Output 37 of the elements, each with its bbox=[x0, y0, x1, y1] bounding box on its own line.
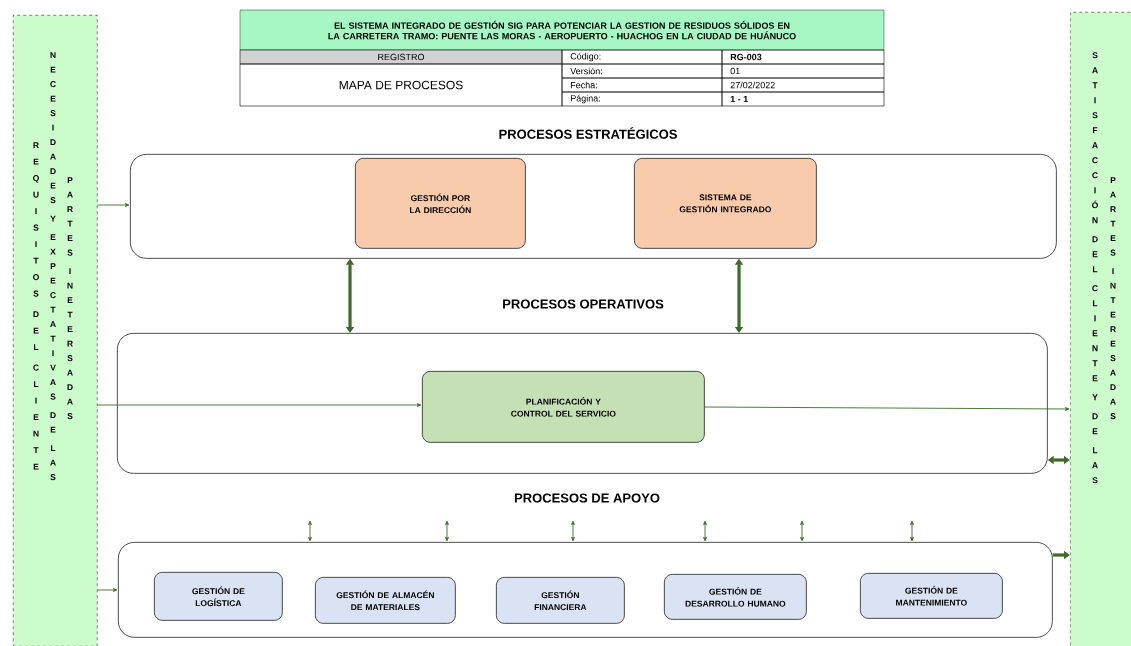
vertical-text: PARTES INTERESADAS bbox=[1110, 177, 1116, 420]
vertical-text: PARTES INETERSADAS bbox=[67, 177, 73, 420]
section-heading: PROCESOS ESTRATÉGICOS bbox=[499, 127, 677, 139]
table-cell-text: RG-003 bbox=[730, 53, 762, 61]
vertical-text: REQUISITOS DEL CLIENTE bbox=[33, 142, 39, 470]
section-heading: PROCESOS OPERATIVOS bbox=[503, 299, 664, 309]
arrow bbox=[445, 520, 449, 542]
arrow bbox=[910, 520, 914, 542]
arrow bbox=[800, 520, 804, 542]
process-box: GESTIÓN DE ALMACÉN DE MATERIALES bbox=[315, 577, 456, 624]
table-cell-text: Versión: bbox=[570, 67, 602, 75]
table-cell-text: REGISTRO bbox=[378, 53, 425, 61]
process-box: SISTEMA DE GESTIÓN INTEGRADO bbox=[634, 158, 817, 249]
arrow bbox=[703, 520, 707, 542]
process-box: GESTIÓN DE MANTENIMIENTO bbox=[860, 573, 1003, 619]
vertical-text: SATISFACCIÓN DEL CLIENTE Y DE LAS bbox=[1092, 52, 1098, 484]
table-cell-text: Fecha: bbox=[570, 81, 597, 89]
arrow bbox=[704, 406, 1070, 411]
process-box: GESTIÓN FINANCIERA bbox=[496, 577, 625, 624]
table-cell-text: 27/02/2022 bbox=[730, 81, 775, 89]
arrow bbox=[571, 520, 575, 542]
table-cell-text: 01 bbox=[730, 67, 740, 75]
table-cell-text: MAPA DE PROCESOS bbox=[339, 80, 463, 90]
vertical-text: NECESIDADES Y EXPECTATIVAS DE LAS bbox=[50, 52, 56, 481]
process-box: GESTIÓN POR LA DIRECCIÓN bbox=[355, 158, 526, 249]
arrow bbox=[97, 403, 422, 407]
process-box: GESTIÓN DE DESARROLLO HUMANO bbox=[664, 574, 807, 620]
table-cell-text: Código: bbox=[570, 52, 601, 62]
section-heading: PROCESOS DE APOYO bbox=[514, 493, 660, 503]
table-cell-text: 1 - 1 bbox=[730, 95, 748, 103]
arrow bbox=[97, 588, 118, 592]
process-box: PLANIFICACIÓN Y CONTROL DEL SERVICIO bbox=[422, 371, 705, 443]
table-cell-text: Página: bbox=[570, 94, 600, 104]
arrow bbox=[308, 520, 312, 542]
arrow bbox=[97, 203, 130, 207]
document-title: EL SISTEMA INTEGRADO DE GESTIÓN SIG PARA POTENCIAR LA GESTION DE RESIDUOS SÓLIDOS EN LA CARRETERA TRAMO: PUENTE LAS MORAS - AEROPUERTO - HUACHOG EN LA CIUDAD DE HUÁNUCO bbox=[328, 20, 796, 40]
process-box: GESTIÓN DE LOGÍSTICA bbox=[154, 572, 283, 621]
